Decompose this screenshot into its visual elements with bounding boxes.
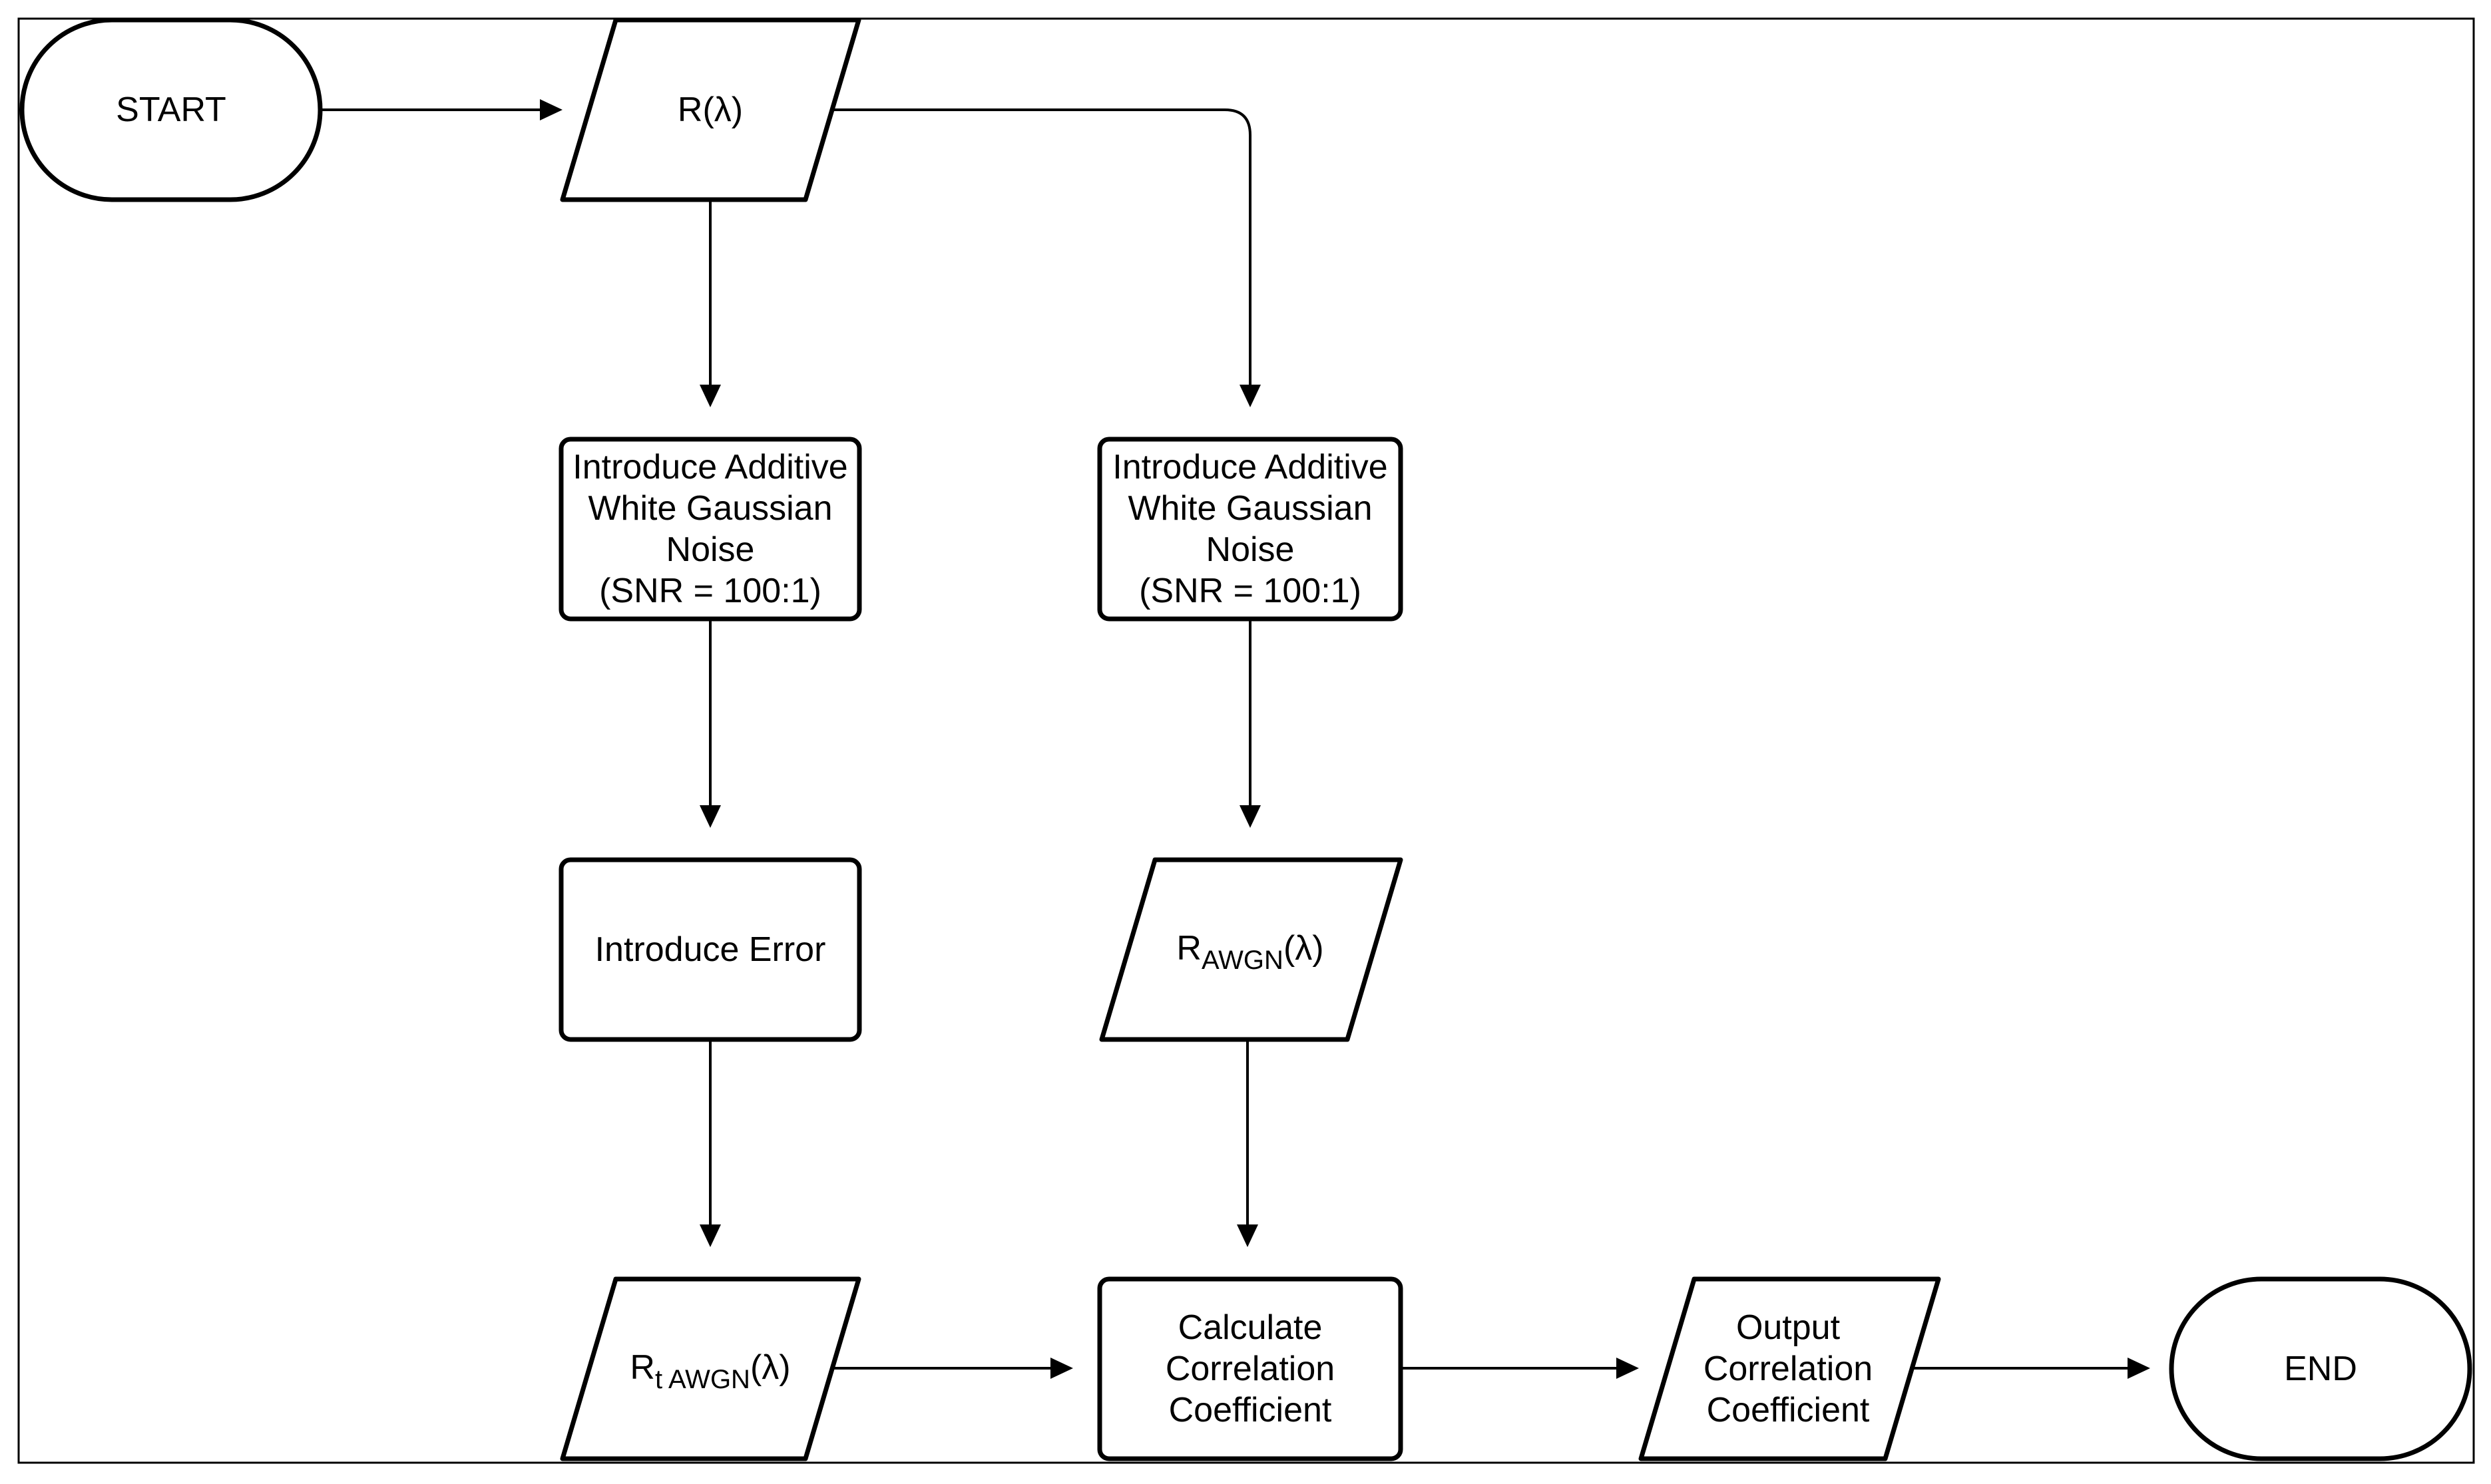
node-introduce-error-label: Introduce Error: [595, 930, 826, 969]
edge-input-to-awgn-left: [700, 200, 721, 407]
node-end-label: END: [2284, 1350, 2357, 1388]
label-line: Noise: [666, 530, 755, 569]
edge-input-to-awgn-right: [832, 108, 1261, 407]
edge-start-to-input: [322, 99, 563, 120]
node-r-awgn-label: RAWGN(λ): [1176, 929, 1323, 975]
label-line: Introduce Additive: [1112, 448, 1387, 486]
label-line: Correlation: [1166, 1350, 1335, 1388]
edge-calc-to-output: [1402, 1358, 1639, 1379]
label-line: White Gaussian: [1128, 489, 1372, 528]
label-line: (SNR = 100:1): [599, 572, 821, 610]
label-line: Calculate: [1178, 1308, 1323, 1347]
node-r-awgn: RAWGN(λ): [1099, 857, 1403, 1042]
edge-error-to-rt-awgn: [700, 1039, 721, 1247]
label-line: Coefficient: [1169, 1391, 1332, 1429]
edge-r-awgn-to-calc: [1237, 1039, 1258, 1247]
label-line: (SNR = 100:1): [1139, 572, 1361, 610]
node-introduce-error: Introduce Error: [559, 857, 862, 1042]
edge-output-to-end: [1912, 1358, 2150, 1379]
node-end: END: [2169, 1276, 2472, 1461]
edge-awgn-right-to-r-awgn: [1240, 619, 1261, 828]
node-input-r: R(λ): [560, 17, 861, 202]
node-input-r-label: R(λ): [678, 91, 743, 129]
label-line: Correlation: [1703, 1350, 1873, 1388]
node-rt-awgn: Rt AWGN(λ): [560, 1276, 861, 1461]
node-start-label: START: [116, 91, 226, 129]
label-line: Coefficient: [1707, 1391, 1870, 1429]
edge-rt-awgn-to-calc: [832, 1358, 1073, 1379]
label-line: Noise: [1206, 530, 1295, 569]
diagram-border: [17, 17, 2475, 1464]
edge-awgn-left-to-error: [700, 619, 721, 828]
node-start: START: [19, 17, 323, 202]
label-line: Introduce Additive: [572, 448, 847, 486]
label-line: Output: [1736, 1308, 1841, 1347]
node-rt-awgn-label: Rt AWGN(λ): [630, 1348, 790, 1394]
label-line: White Gaussian: [588, 489, 832, 528]
